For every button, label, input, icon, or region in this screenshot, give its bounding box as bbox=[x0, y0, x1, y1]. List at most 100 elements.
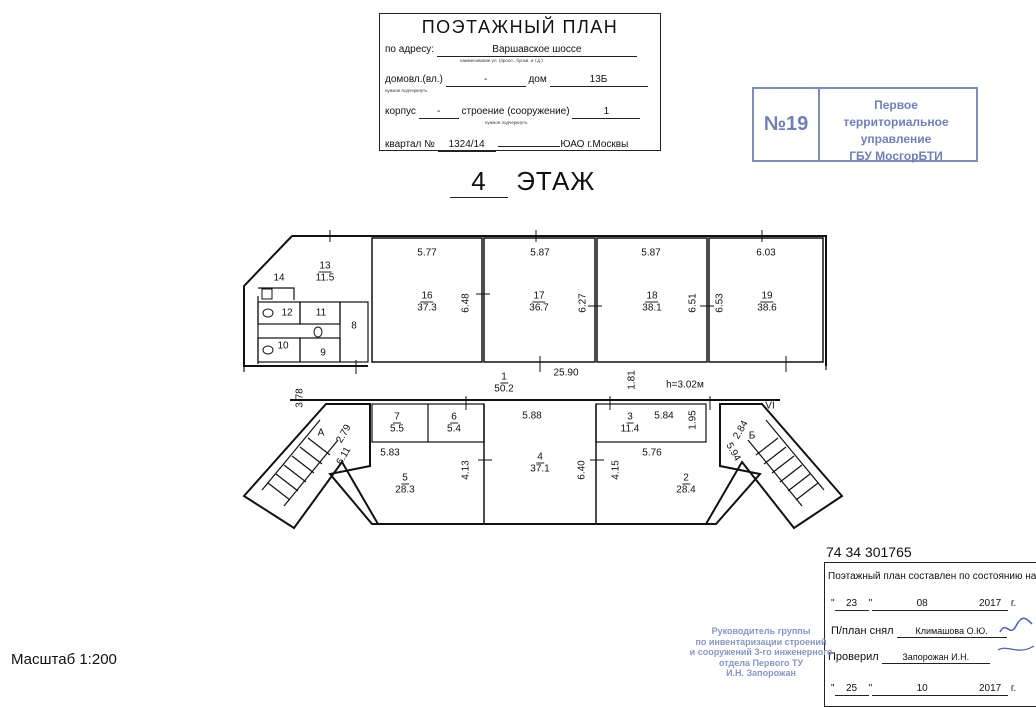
room-number: 16 bbox=[420, 290, 434, 303]
room-area: 28.4 bbox=[676, 484, 696, 496]
room-number: 12 bbox=[281, 307, 293, 319]
title-block: ПОЭТАЖНЫЙ ПЛАН по адресу: Варшавское шос… bbox=[379, 13, 661, 152]
dimension-label: 1.81 bbox=[626, 370, 638, 390]
room-number: 13 bbox=[318, 260, 332, 273]
room-number: 1 bbox=[500, 371, 508, 384]
korpus-label: корпус bbox=[385, 106, 416, 117]
dimension-label: 6.03 bbox=[756, 247, 776, 259]
room-14-outline bbox=[258, 287, 295, 300]
toilet-icon bbox=[262, 308, 274, 318]
address-row: по адресу: Варшавское шоссе bbox=[385, 44, 637, 57]
roman-numeral: VI bbox=[765, 400, 775, 412]
plan-south-outline bbox=[242, 403, 844, 530]
kvartal-row: квартал № 1324/14 ЮАО г.Москвы bbox=[385, 134, 628, 152]
dimension-label: 25.90 bbox=[553, 367, 579, 379]
approval-line-5: И.Н. Запорожан bbox=[726, 668, 796, 678]
room-label: 9 bbox=[320, 348, 326, 359]
dimension-label: 6.40 bbox=[576, 460, 588, 480]
room-number: 9 bbox=[320, 347, 326, 359]
date1-day: 23 bbox=[834, 598, 869, 611]
cadastral-number: 74 34 301765 bbox=[826, 544, 912, 560]
room-area: 5.5 bbox=[390, 423, 404, 435]
stair-label-b: Б bbox=[748, 430, 756, 442]
domovl-row: домовл.(вл.) - дом 13Б bbox=[385, 74, 648, 87]
dimension-label: 5.76 bbox=[642, 447, 662, 459]
checked-label: Проверил bbox=[828, 651, 879, 663]
domovl-label: домовл.(вл.) bbox=[385, 74, 443, 85]
dimension-label: 6.53 bbox=[714, 293, 726, 313]
dimension-label: 6.27 bbox=[577, 293, 589, 313]
date2-month: 10 bbox=[872, 683, 973, 696]
domovl-hint: нужное подчеркнуть bbox=[385, 88, 428, 93]
taken-row: П/план снял Климашова О.Ю. bbox=[831, 625, 1007, 638]
room-19-outline bbox=[708, 237, 824, 363]
taken-name: Климашова О.Ю. bbox=[896, 625, 1007, 638]
dimension-label: 6.51 bbox=[687, 293, 699, 313]
room-number: 18 bbox=[645, 290, 659, 303]
room-label: 12 bbox=[281, 308, 292, 319]
room-area: 5.4 bbox=[447, 423, 461, 435]
stroenie-hint: нужное подчеркнуть bbox=[485, 120, 528, 125]
room-number: 7 bbox=[393, 411, 401, 424]
signature-icon bbox=[997, 617, 1035, 651]
room-number: 14 bbox=[273, 272, 285, 284]
address-value: Варшавское шоссе bbox=[436, 44, 637, 57]
bti-stamp: №19 Первое территориальное управление ГБ… bbox=[752, 87, 978, 165]
domovl-value: - bbox=[445, 74, 526, 87]
staircase-a bbox=[261, 419, 339, 507]
stamp-line-2: управление bbox=[860, 132, 932, 146]
year-suffix: г. bbox=[1010, 598, 1017, 609]
dom-label: дом bbox=[528, 74, 547, 85]
stroenie-value: 1 bbox=[572, 106, 641, 119]
plan-wall-north bbox=[292, 235, 827, 366]
room-number: 5 bbox=[401, 472, 409, 485]
kvartal-value: 1324/14 bbox=[437, 139, 496, 152]
taken-label: П/план снял bbox=[831, 625, 894, 637]
approval-line-3: и сооружений 3-го инженерного bbox=[689, 647, 833, 657]
room-number: 4 bbox=[536, 451, 544, 464]
dom-value: 13Б bbox=[549, 74, 648, 87]
document-title: ПОЭТАЖНЫЙ ПЛАН bbox=[421, 17, 619, 37]
room-number: 6 bbox=[450, 411, 458, 424]
room-label: 11 bbox=[316, 308, 326, 319]
room-number: 2 bbox=[682, 472, 690, 485]
state-box: Поэтажный план составлен по состоянию на… bbox=[824, 562, 1036, 707]
room-16-outline bbox=[371, 237, 483, 363]
room-area: 50.2 bbox=[494, 383, 514, 395]
dimension-label: 5.87 bbox=[530, 247, 550, 259]
room-18-outline bbox=[596, 237, 708, 363]
room-number: 3 bbox=[626, 411, 634, 424]
shaft-icon bbox=[261, 288, 273, 300]
room-area: 36.7 bbox=[529, 302, 549, 314]
dimension-label: 5.83 bbox=[380, 447, 400, 459]
room-area: 38.1 bbox=[642, 302, 662, 314]
ceiling-height: h=3.02м bbox=[666, 379, 704, 391]
dimension-label: 1.95 bbox=[687, 410, 699, 430]
korpus-value: - bbox=[418, 106, 459, 119]
room-area: 11.5 bbox=[315, 272, 335, 284]
date1-month: 08 bbox=[872, 598, 973, 611]
date1-year: 2017 bbox=[972, 598, 1009, 611]
room-area: 37.3 bbox=[417, 302, 437, 314]
district-line bbox=[498, 134, 561, 147]
dimension-label: 5.84 bbox=[654, 410, 674, 422]
room-area: 37.1 bbox=[530, 463, 550, 475]
floor-number: 4 bbox=[450, 166, 508, 198]
address-hint: наименование ул. (просп., бульв. и т.д.) bbox=[460, 58, 543, 63]
room-number: 11 bbox=[315, 307, 327, 319]
stamp-text: Первое территориальное управление ГБУ Мо… bbox=[820, 97, 972, 165]
approval-line-4: отдела Первого ТУ bbox=[718, 657, 804, 668]
room-label: 14 bbox=[273, 273, 284, 284]
room-area: 11.4 bbox=[620, 423, 640, 435]
stamp-number: №19 bbox=[754, 89, 820, 160]
room-number: 10 bbox=[277, 340, 289, 352]
